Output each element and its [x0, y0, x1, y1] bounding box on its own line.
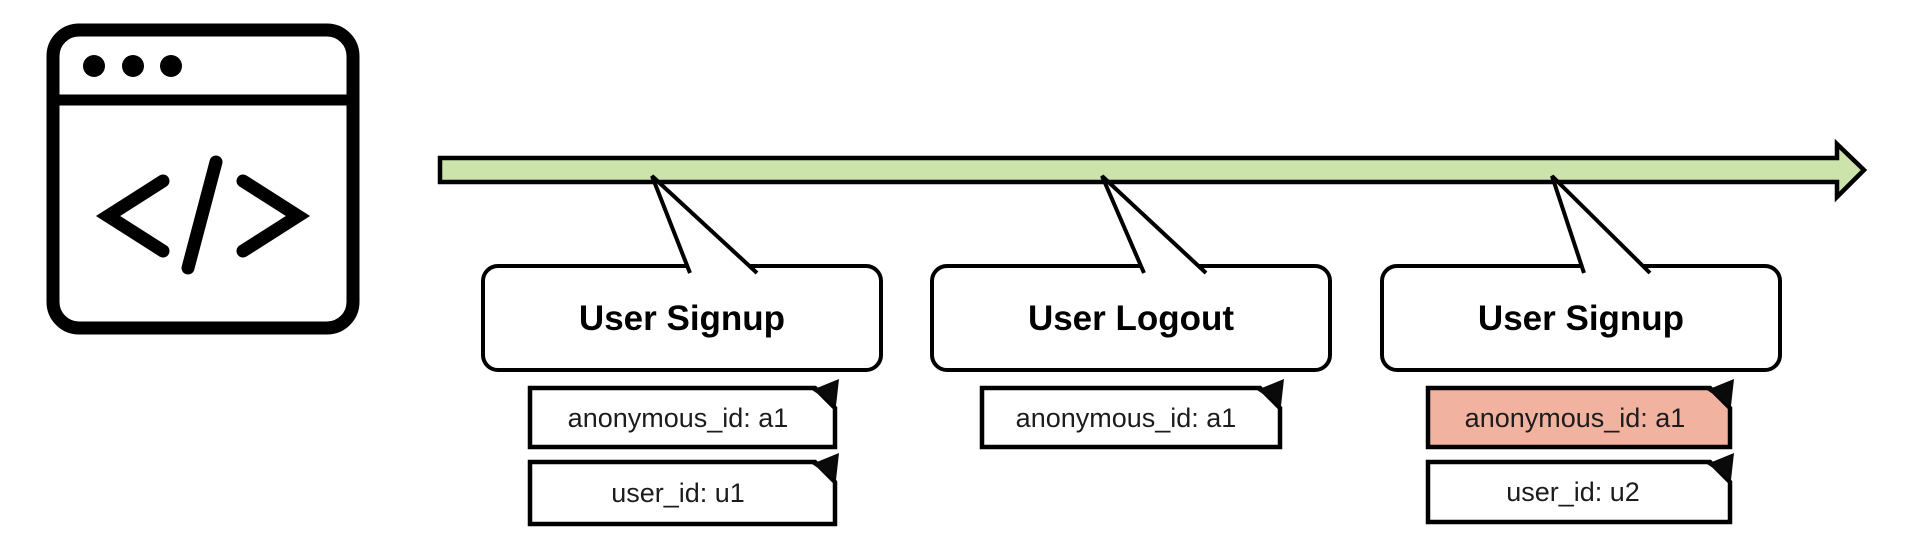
event-bubble [481, 264, 883, 372]
note-shape [979, 385, 1283, 450]
note-user-id: user_id: u2 [1425, 453, 1734, 525]
folded-corner-icon [1707, 379, 1734, 406]
note-anonymous-id: anonymous_id: a1 [979, 379, 1284, 450]
event-title: User Signup [579, 299, 785, 338]
event-group-user-signup-1: User Signup anonymous_id: a1 user_id: u1 [481, 174, 883, 527]
folded-corner-icon [812, 379, 839, 406]
event-title: User Logout [1028, 299, 1234, 338]
note-shape [527, 385, 838, 450]
note-label: anonymous_id: a1 [1465, 403, 1686, 433]
note-anonymous-id-highlighted: anonymous_id: a1 [1425, 379, 1734, 450]
browser-dot-icon [83, 55, 105, 77]
folded-corner-icon [812, 453, 839, 480]
note-label: user_id: u2 [1506, 477, 1640, 507]
note-anonymous-id: anonymous_id: a1 [527, 379, 839, 450]
browser-window-code-icon [46, 23, 360, 335]
note-label: anonymous_id: a1 [568, 403, 789, 433]
note-shape [1425, 385, 1733, 450]
folded-corner-icon [1707, 453, 1734, 480]
callout-tail [1100, 174, 1208, 275]
note-shape [1425, 459, 1733, 525]
code-icon [95, 155, 311, 275]
event-title: User Signup [1478, 299, 1684, 338]
timeline-arrow [437, 138, 1868, 203]
browser-dot-icon [160, 55, 182, 77]
event-group-user-logout: User Logout anonymous_id: a1 [930, 174, 1332, 450]
note-shape [527, 459, 838, 527]
event-bubble [930, 264, 1332, 372]
event-group-user-signup-2: User Signup anonymous_id: a1 user_id: u2 [1380, 174, 1782, 525]
callout-tail [1550, 174, 1652, 275]
folded-corner-icon [1257, 379, 1284, 406]
callout-tail [650, 174, 759, 275]
note-label: anonymous_id: a1 [1016, 403, 1237, 433]
note-label: user_id: u1 [611, 478, 745, 508]
note-user-id: user_id: u1 [527, 453, 839, 527]
browser-dot-icon [122, 55, 144, 77]
